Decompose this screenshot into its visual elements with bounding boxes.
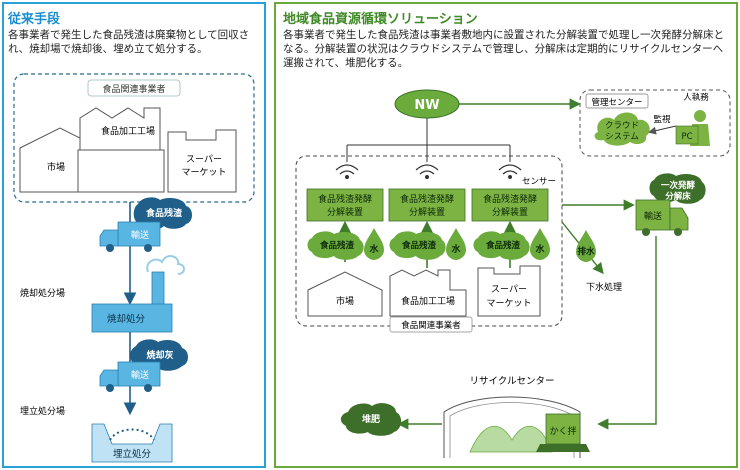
recycle-center: リサイクルセンター かく拌 xyxy=(443,376,590,458)
recycle-center-label: リサイクルセンター xyxy=(469,376,554,387)
left-business-group: 食品関連事業者 xyxy=(13,73,255,203)
right-transport-label: 輸送 xyxy=(644,210,662,222)
right-market-label: 市場 xyxy=(336,295,354,307)
network-node: NW xyxy=(394,89,460,119)
person-label: 人執務 xyxy=(683,92,709,103)
right-supermarket-line1: スーパー xyxy=(491,284,527,295)
device-2-line1: 食品残渣発酵 xyxy=(400,193,454,205)
cloud-label-line2: システム xyxy=(605,132,639,142)
left-panel-description: 各事業者で発生した食品残渣は廃棄物として回収され、焼却場で焼却後、埋め立て処分す… xyxy=(8,29,250,55)
primary-bed-line2: 分解床 xyxy=(665,191,691,202)
right-transport-truck: 輸送 xyxy=(635,199,689,236)
device-1-line2: 分解装置 xyxy=(327,206,363,218)
left-transport-label-2: 輸送 xyxy=(131,369,149,381)
device-1-water-label: 水 xyxy=(369,243,379,255)
device-column-1: 食品残渣発酵 分解装置 食品残渣 水 市場 xyxy=(306,164,384,317)
device-3-line1: 食品残渣発酵 xyxy=(483,193,537,205)
device-column-3: 食品残渣発酵 分解装置 食品残渣 水 スーパー マーケット xyxy=(471,164,550,317)
management-center-label: 管理センター xyxy=(591,97,642,108)
right-panel-description: 各事業者で発生した食品残渣は事業者敷地内に設置された分解装置で処理し一次発酵分解… xyxy=(283,29,724,69)
sensor-label: センサー xyxy=(522,177,556,187)
left-incinerator: 焼却処分 xyxy=(91,255,185,333)
left-landfill-label: 埋立処分 xyxy=(113,448,152,460)
left-supermarket-line2: マーケット xyxy=(181,167,226,178)
left-factory-label: 食品加工工場 xyxy=(101,125,155,137)
cloud-label-line1: クラウド xyxy=(605,121,639,131)
right-panel-title: 地域食品資源循環ソリューション xyxy=(283,12,478,27)
left-waste-blob: 食品残渣 xyxy=(133,197,192,230)
monitor-label: 監視 xyxy=(653,114,671,125)
device-1-waste-label: 食品残渣 xyxy=(320,240,355,251)
left-group-label: 食品関連事業者 xyxy=(102,83,165,95)
left-landfill: 埋立処分 xyxy=(91,423,173,463)
to-recycle-arrow xyxy=(597,236,657,430)
network-label: NW xyxy=(414,98,439,113)
management-center-group: 管理センター クラウド システム 監視 人執務 PC xyxy=(579,89,731,157)
sewage-label: 下水処理 xyxy=(586,281,622,293)
left-transport-truck: 輸送 xyxy=(99,221,161,252)
left-market-label: 市場 xyxy=(47,161,65,173)
compost-blob: 堆肥 xyxy=(340,403,402,436)
drainage-label: 排水 xyxy=(577,246,595,257)
device-1-line1: 食品残渣発酵 xyxy=(318,193,372,205)
drainage-drop: 排水 xyxy=(576,230,596,262)
left-supermarket-line1: スーパー xyxy=(186,154,222,165)
pc-label: PC xyxy=(681,132,692,142)
left-transport-truck-2: 輸送 xyxy=(99,361,161,392)
device-column-2: 食品残渣発酵 分解装置 食品残渣 水 食品加工工場 xyxy=(388,164,467,317)
right-factory-label: 食品加工工場 xyxy=(401,295,455,307)
device-3-waste-label: 食品残渣 xyxy=(486,240,521,251)
right-supermarket-line2: マーケット xyxy=(486,298,531,309)
left-factory-building: 食品加工工場 xyxy=(77,107,165,193)
device-2-waste-label: 食品残渣 xyxy=(402,240,437,251)
mixing-label: かく拌 xyxy=(549,425,576,437)
left-incineration-site: 焼却処分場 xyxy=(20,287,65,299)
regional-solution-panel xyxy=(274,2,738,468)
primary-bed-line1: 一次発酵 xyxy=(661,180,696,191)
left-transport-label: 輸送 xyxy=(131,229,149,241)
network-links xyxy=(346,118,511,162)
left-incineration-label: 焼却処分 xyxy=(107,313,146,325)
left-landfill-site: 埋立処分場 xyxy=(20,405,65,417)
device-3-water-label: 水 xyxy=(535,243,545,255)
conventional-panel xyxy=(2,2,266,468)
device-2-water-label: 水 xyxy=(451,243,461,255)
left-ash-label: 焼却灰 xyxy=(146,349,173,361)
compost-label: 堆肥 xyxy=(362,413,380,425)
left-panel-title: 従来手段 xyxy=(8,12,61,27)
left-waste-label: 食品残渣 xyxy=(145,207,183,219)
right-group-label: 食品関連事業者 xyxy=(401,320,461,331)
primary-bed-blob: 一次発酵 分解床 xyxy=(649,173,706,204)
left-supermarket-building: スーパー マーケット xyxy=(167,129,237,193)
device-2-line2: 分解装置 xyxy=(409,206,445,218)
right-business-group: 食品関連事業者 xyxy=(295,155,563,333)
device-3-line2: 分解装置 xyxy=(492,206,528,218)
